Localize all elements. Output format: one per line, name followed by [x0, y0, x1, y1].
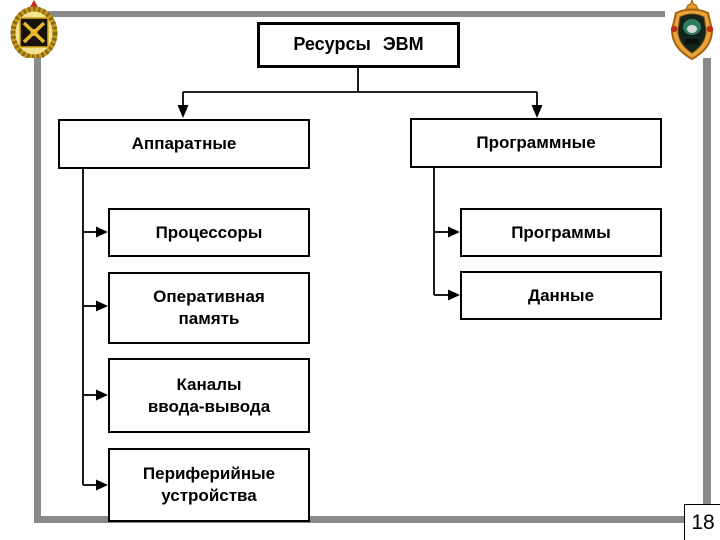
frame-right-line — [703, 58, 711, 516]
node-data: Данные — [460, 271, 662, 320]
node-hardware-label: Аппаратные — [131, 134, 237, 154]
node-peripherals: Периферийные устройства — [108, 448, 310, 522]
frame-top-line — [22, 11, 665, 17]
node-computer-resources-label: Ресурсы ЭВМ — [293, 34, 424, 55]
node-io-channels-label: Каналы ввода-вывода — [147, 374, 271, 416]
node-io-channels: Каналы ввода-вывода — [108, 358, 310, 433]
military-wreath-crest-icon — [10, 0, 58, 58]
node-ram-label: Оперативная память — [153, 287, 265, 328]
node-software-label: Программные — [476, 133, 596, 153]
node-processors-label: Процессоры — [155, 222, 263, 242]
node-hardware: Аппаратные — [58, 119, 310, 169]
page-number-badge: 18 — [684, 504, 720, 540]
node-programs: Программы — [460, 208, 662, 257]
node-software: Программные — [410, 118, 662, 168]
node-computer-resources: Ресурсы ЭВМ — [257, 22, 460, 68]
academy-crown-crest-icon — [670, 0, 714, 61]
page-number: 18 — [691, 511, 715, 534]
node-ram: Оперативная память — [108, 272, 310, 344]
frame-left-line — [34, 11, 41, 523]
node-data-label: Данные — [527, 285, 595, 305]
node-processors: Процессоры — [108, 208, 310, 257]
frame-bottom-line — [34, 516, 705, 523]
node-peripherals-label: Периферийные устройства — [142, 464, 276, 505]
node-programs-label: Программы — [511, 222, 611, 242]
